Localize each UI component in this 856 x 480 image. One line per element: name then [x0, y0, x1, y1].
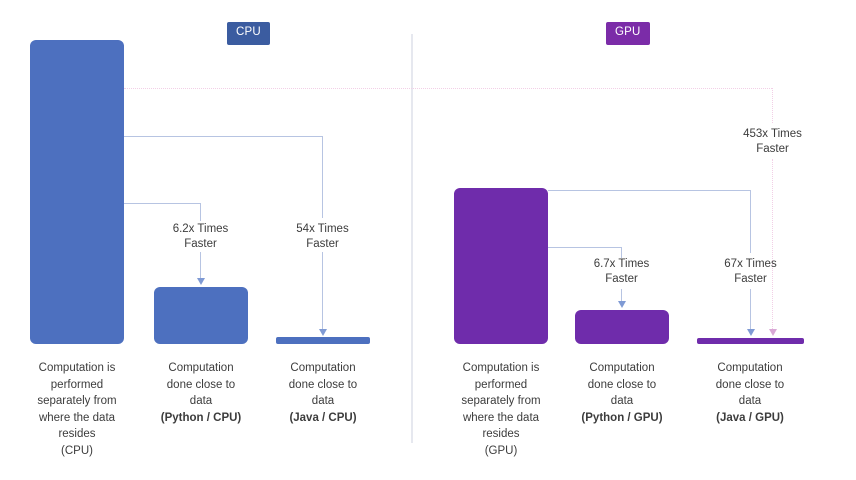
connector-gpu-python-vertical	[621, 247, 622, 258]
bar-cpu-baseline	[30, 40, 124, 344]
label-line: resides	[58, 428, 96, 440]
arrow-cross-panel	[769, 329, 777, 336]
label-line: separately from	[37, 395, 117, 407]
annotation-cpu-python: 6.2x Times Faster	[172, 223, 229, 250]
bar-gpu-java	[697, 338, 804, 344]
connector-cpu-python-vertical	[200, 203, 201, 221]
category-label-cpu-python: Computation done close to data (Python /…	[148, 360, 254, 426]
label-sub: (Java / CPU)	[289, 411, 357, 424]
connector-gpu-java-horizontal	[548, 190, 751, 191]
arrow-cpu-java	[319, 329, 327, 336]
label-line: data	[189, 395, 213, 407]
label-sub: (Java / GPU)	[716, 411, 784, 424]
category-label-gpu-python: Computation done close to data (Python /…	[569, 360, 675, 426]
label-line: done close to	[587, 378, 657, 391]
category-label-cpu-java: Computation done close to data (Java / C…	[270, 360, 376, 426]
label-line: separately from	[461, 395, 541, 407]
connector-cpu-python-vertical-lower	[200, 252, 201, 280]
connector-gpu-java-vertical	[750, 190, 751, 253]
connector-cpu-java-horizontal	[124, 136, 323, 137]
label-line: data	[738, 395, 762, 407]
label-line: resides	[482, 428, 520, 440]
annotation-cpu-java: 54x Times Faster	[296, 223, 349, 250]
bar-gpu-baseline	[454, 188, 548, 344]
connector-gpu-python-vertical-lower	[621, 289, 622, 303]
label-line: data	[311, 395, 335, 407]
annotation-gpu-java: 67x Times Faster	[724, 258, 777, 285]
label-line: Computation	[717, 362, 783, 374]
connector-cpu-java-vertical-lower	[322, 252, 323, 332]
connector-cpu-java-vertical	[322, 136, 323, 218]
label-line: performed	[50, 378, 104, 391]
label-line: done close to	[166, 378, 236, 391]
bar-cpu-java	[276, 337, 370, 344]
label-line: Computation is	[38, 362, 116, 374]
panel-divider	[411, 34, 413, 443]
label-line: where the data	[462, 411, 540, 424]
label-sub: (Python / CPU)	[160, 411, 242, 424]
connector-cpu-python-horizontal	[124, 203, 201, 204]
annotation-cross-panel: 453x Times Faster	[743, 128, 802, 155]
panel-badge-cpu: CPU	[227, 22, 270, 45]
bar-cpu-python	[154, 287, 248, 344]
label-line: data	[610, 395, 634, 407]
label-line: Computation	[290, 362, 356, 374]
category-label-gpu-java: Computation done close to data (Java / G…	[697, 360, 803, 426]
label-line: (CPU)	[61, 444, 93, 457]
bar-gpu-python	[575, 310, 669, 344]
label-line: where the data	[38, 411, 116, 424]
panel-badge-gpu: GPU	[606, 22, 650, 45]
label-line: Computation is	[462, 362, 540, 374]
arrow-gpu-python	[618, 301, 626, 308]
connector-gpu-python-horizontal	[548, 247, 622, 248]
guide-cross-panel-vertical-lower	[772, 159, 773, 331]
label-line: Computation	[589, 362, 655, 374]
guide-cross-panel-vertical-upper	[772, 88, 773, 123]
guide-cross-panel-horizontal	[124, 88, 772, 89]
label-line: (GPU)	[484, 444, 518, 457]
label-line: Computation	[168, 362, 234, 374]
arrow-gpu-java	[747, 329, 755, 336]
label-sub: (Python / GPU)	[581, 411, 663, 424]
annotation-gpu-python: 6.7x Times Faster	[593, 258, 650, 285]
label-line: done close to	[288, 378, 358, 391]
label-line: performed	[474, 378, 528, 391]
connector-gpu-java-vertical-lower	[750, 289, 751, 331]
label-line: done close to	[715, 378, 785, 391]
arrow-cpu-python	[197, 278, 205, 285]
category-label-gpu-baseline: Computation is performed separately from…	[448, 360, 554, 459]
category-label-cpu-baseline: Computation is performed separately from…	[24, 360, 130, 459]
